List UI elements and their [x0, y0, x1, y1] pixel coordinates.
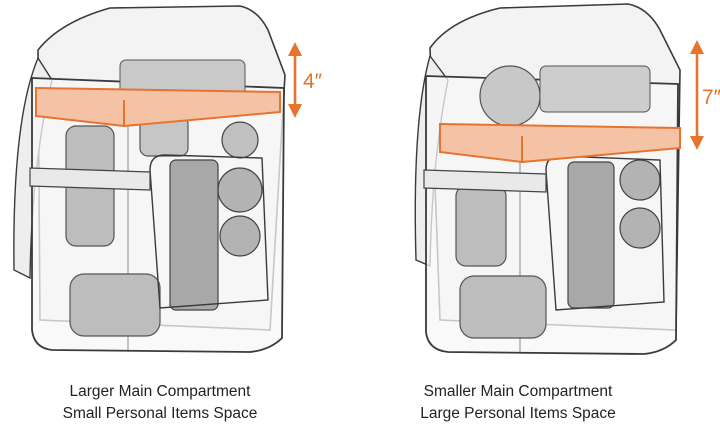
lens-cap-3 [221, 121, 259, 159]
dimension-arrow [690, 40, 704, 150]
caption-line-1: Larger Main Compartment [69, 383, 251, 400]
laptop-shape [539, 65, 651, 113]
figure-smaller-main-compartment: 7″ Smaller Main Compartment Large Person… [360, 0, 720, 427]
bag-illustration: 7″ [414, 3, 720, 355]
dimension-label: 7″ [702, 86, 720, 109]
lens-cap-1 [217, 167, 263, 213]
lens-top-1 [479, 65, 541, 127]
caption-line-1: Smaller Main Compartment [423, 383, 613, 400]
caption-line-2: Large Personal Items Space [420, 405, 616, 422]
dimension-label: 4″ [303, 70, 323, 93]
front-strap [29, 167, 151, 191]
divider-frame [149, 154, 269, 309]
caption: Smaller Main Compartment Large Personal … [368, 381, 668, 425]
caption-line-2: Small Personal Items Space [62, 405, 258, 422]
lens-bottom [459, 275, 547, 339]
lens-cap-1 [619, 159, 661, 201]
bag-illustration: 4″ [13, 5, 323, 353]
partition-band [35, 86, 281, 128]
camera-body [169, 159, 219, 311]
caption: Larger Main Compartment Small Personal I… [10, 381, 310, 425]
dimension-arrow [288, 42, 302, 118]
lens-cap-2 [219, 215, 261, 257]
figure-larger-main-compartment: 4″ Larger Main Compartment Small Persona… [10, 5, 323, 425]
lens-bottom [69, 273, 161, 337]
front-strap [423, 169, 547, 193]
partition-band [439, 122, 681, 164]
lens-cap-2 [619, 207, 661, 249]
lens-left [455, 185, 507, 267]
camera-body [567, 161, 615, 309]
